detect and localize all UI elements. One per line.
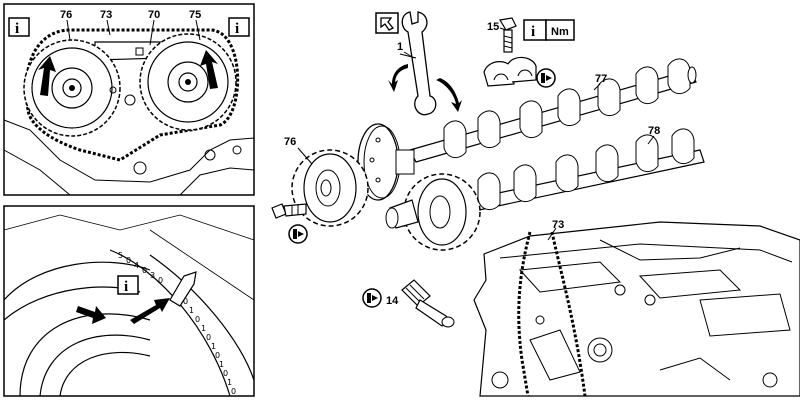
scale-mark: 4 [134, 261, 139, 270]
label-75: 75 [189, 9, 201, 21]
scale-mark: 0 [126, 256, 131, 265]
scale-mark: 0 [215, 351, 220, 360]
scale-mark: 0 [223, 369, 228, 378]
label-14: 14 [386, 295, 399, 307]
bolt-15 [499, 17, 517, 53]
label-77: 77 [595, 73, 607, 85]
timing-pointer [169, 271, 197, 307]
scale-mark: 0 [206, 333, 211, 342]
sprocket-bolt [271, 203, 307, 219]
scale-mark: 1 [219, 360, 224, 369]
label-15: 15 [487, 21, 499, 33]
turn-arrow-right [436, 78, 462, 112]
lube-icon [541, 73, 552, 83]
camshaft-77 [409, 58, 697, 163]
scale-mark: 1 [189, 306, 194, 315]
info-icon: i [124, 279, 128, 295]
label-76: 76 [60, 9, 72, 21]
turn-arrow-left [388, 64, 408, 92]
scale-mark: 0 [142, 266, 147, 275]
sprocket-intake [385, 173, 481, 251]
scale-mark: 3 [150, 271, 155, 280]
scale-mark: 0 [183, 297, 188, 306]
sprocket-76 [291, 149, 369, 227]
panel-crank-scale: 5 0 4 0 3 0 2 0 1 0 1 0 1 0 1 0 1 0 i [3, 205, 255, 397]
label-73: 73 [552, 219, 564, 231]
exploded-view: 1 15 i Nm [271, 11, 800, 397]
torque-nm-icon: Nm [551, 26, 569, 38]
info-icon: i [531, 24, 535, 40]
scale-mark: 0 [158, 276, 163, 285]
rotation-arrow [76, 306, 106, 324]
lube-icon [293, 229, 304, 239]
label-76: 76 [284, 136, 296, 148]
scale-mark: 0 [195, 315, 200, 324]
panel-timing-marks: 76 73 70 75 i i [3, 3, 255, 196]
lube-icon [367, 293, 378, 303]
plug-14 [401, 279, 455, 328]
label-1: 1 [397, 41, 403, 53]
pointer-arrow [130, 298, 170, 324]
info-icon: i [235, 21, 239, 37]
scale-mark: 1 [227, 378, 232, 387]
scale-mark: 0 [231, 387, 236, 396]
scale-mark: 1 [211, 342, 216, 351]
info-icon: i [15, 21, 19, 37]
label-73: 73 [100, 9, 112, 21]
wrench-tool [399, 11, 437, 116]
cylinder-head [473, 221, 800, 397]
label-70: 70 [148, 9, 160, 21]
arrow-right-marker [200, 50, 218, 89]
adjuster-disc [357, 123, 415, 201]
wrench-symbol-icon [380, 17, 395, 31]
bearing-cap [483, 56, 537, 87]
scale-mark: 5 [118, 251, 123, 260]
scale-mark: 1 [201, 324, 206, 333]
label-78: 78 [648, 125, 660, 137]
arrow-left-marker [38, 56, 56, 96]
